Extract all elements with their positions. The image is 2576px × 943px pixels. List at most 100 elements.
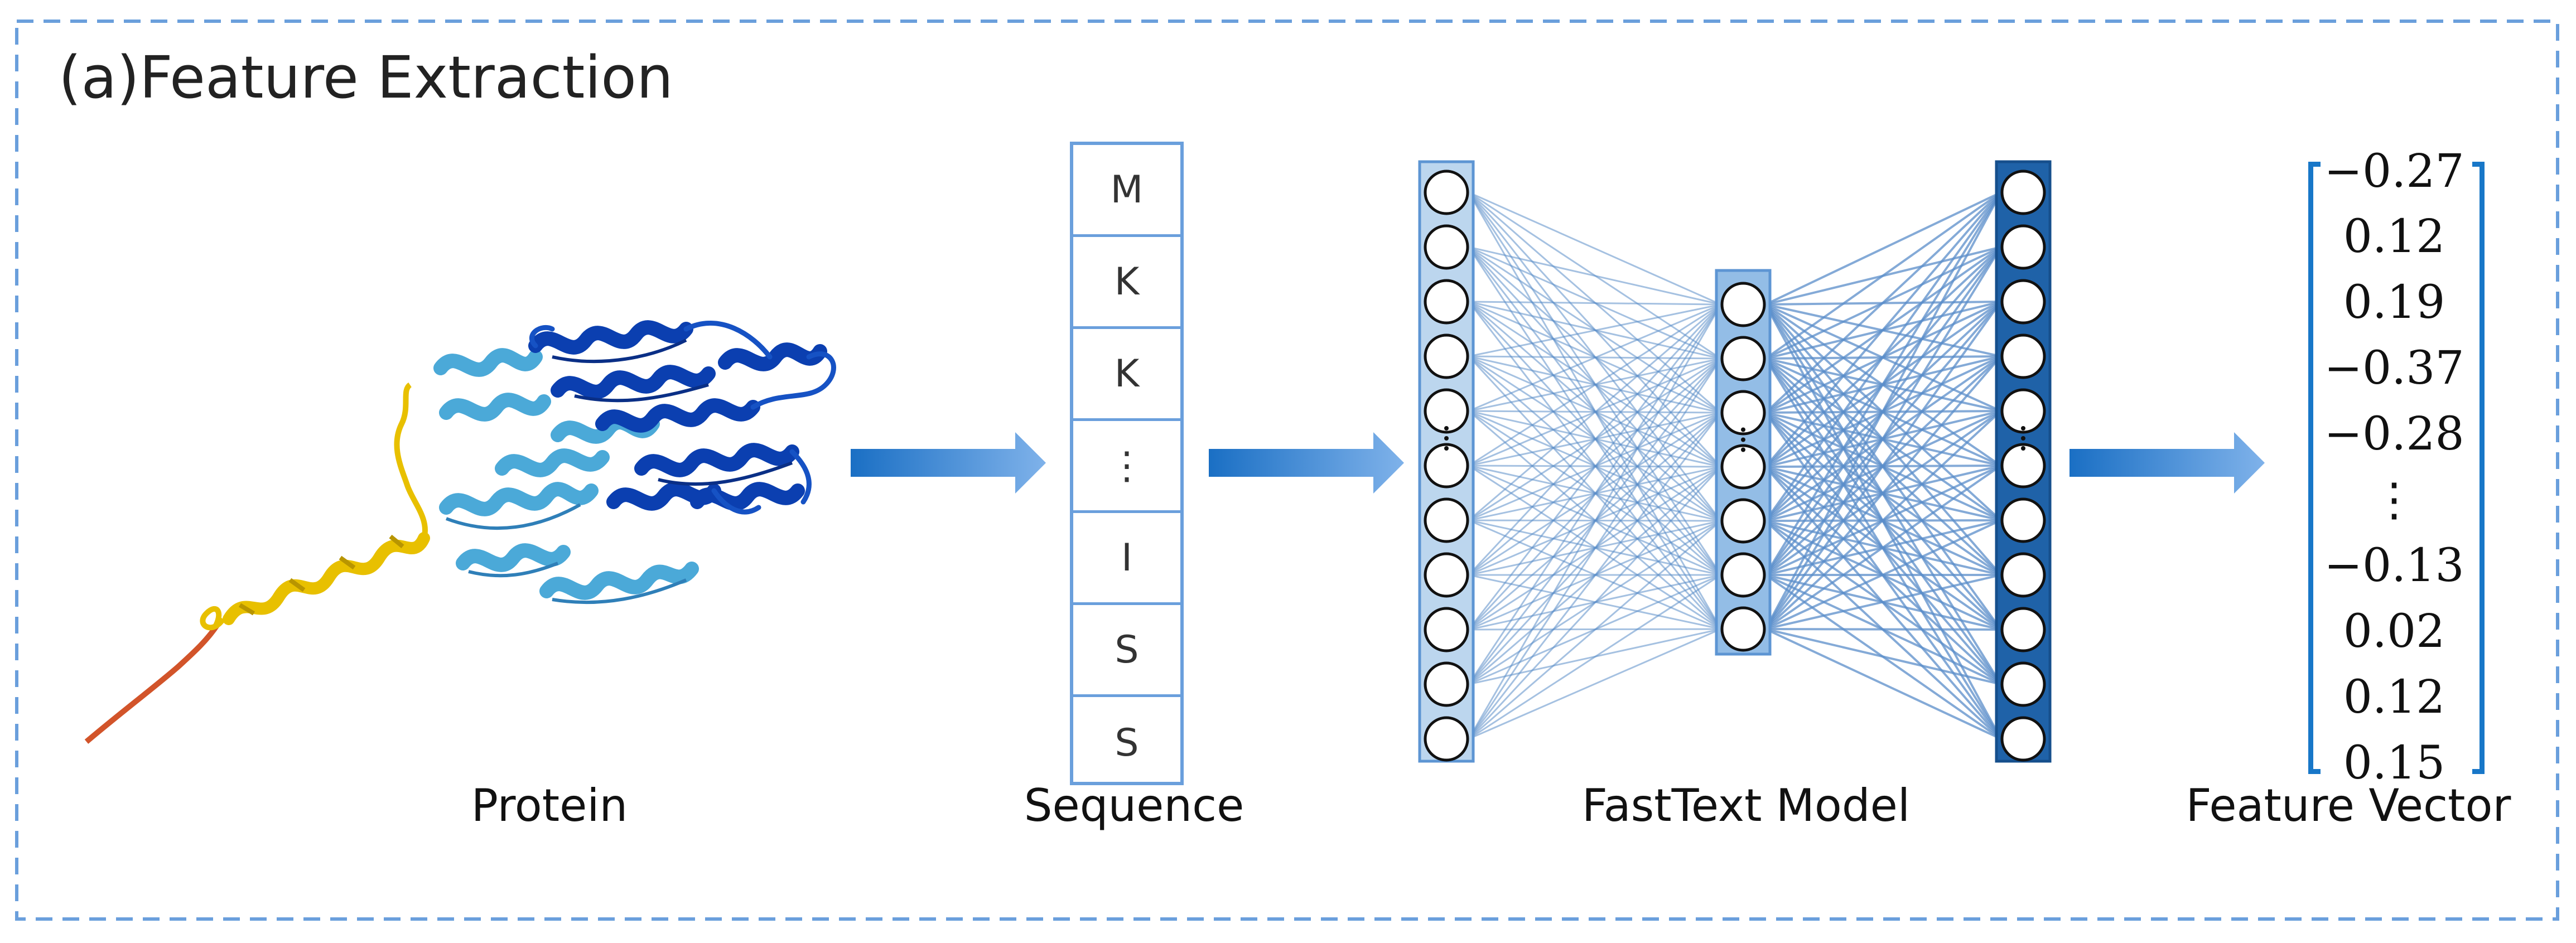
sequence-column: M K K ⋮ I S S — [1070, 142, 1184, 785]
layer-ellipsis-dot — [1741, 427, 1745, 432]
feature-value: 0.12 — [2343, 210, 2445, 263]
network-node — [1720, 498, 1766, 544]
network-edge — [1765, 628, 2001, 685]
network-node — [2000, 279, 2046, 325]
sequence-token-ellipsis: ⋮ — [1073, 421, 1180, 513]
network-node — [1424, 388, 1469, 434]
layer-ellipsis-dot — [2021, 446, 2025, 451]
fasttext-network — [1418, 160, 2052, 763]
network-edge — [1765, 519, 2001, 630]
network-node — [2000, 716, 2046, 762]
network-edge — [1764, 191, 2002, 522]
network-node — [1720, 606, 1766, 652]
layer-ellipsis-dot — [2021, 426, 2025, 431]
network-edge — [1468, 301, 1721, 306]
network-edge — [1764, 192, 2002, 630]
caption-sequence: Sequence — [1024, 780, 1244, 831]
network-node — [1424, 224, 1469, 270]
feature-value: 0.02 — [2343, 605, 2445, 658]
caption-feature-vector: Feature Vector — [2186, 780, 2511, 831]
caption-protein: Protein — [471, 780, 628, 831]
feature-value: 0.19 — [2343, 276, 2445, 329]
network-edge — [1764, 246, 2002, 630]
network-edge — [1764, 410, 2002, 630]
sequence-token: K — [1073, 237, 1180, 329]
sequence-token: M — [1073, 145, 1180, 237]
network-node — [2000, 497, 2046, 543]
network-edge — [1764, 191, 2002, 576]
network-node — [2000, 552, 2046, 598]
network-edge — [1468, 304, 1722, 685]
caption-fasttext-model: FastText Model — [1581, 780, 1911, 831]
network-node — [1424, 170, 1469, 215]
feature-value: 0.12 — [2343, 671, 2445, 724]
layer-ellipsis-dot — [1741, 447, 1745, 452]
feature-value: −0.27 — [2324, 145, 2464, 198]
network-edge — [1468, 520, 1721, 740]
dashed-panel-border — [15, 20, 2559, 921]
network-node — [1424, 333, 1469, 379]
arrow-sequence-to-model — [1209, 432, 1404, 494]
feature-value: −0.37 — [2324, 342, 2464, 395]
feature-value: 0.15 — [2343, 737, 2445, 790]
network-edge — [1468, 304, 1722, 630]
network-node — [1424, 497, 1469, 543]
protein-structure-image — [84, 320, 836, 744]
network-edge — [1468, 412, 1722, 739]
network-node — [2000, 443, 2046, 489]
network-edge — [1468, 303, 1721, 357]
arrow-protein-to-sequence — [851, 432, 1046, 494]
feature-value: −0.13 — [2324, 539, 2464, 592]
network-node — [2000, 170, 2046, 215]
sequence-token: S — [1115, 721, 1139, 765]
network-edge — [1468, 303, 1721, 412]
network-node — [1424, 552, 1469, 598]
network-edge — [1468, 303, 1721, 467]
network-node — [2000, 661, 2046, 707]
network-node — [1424, 443, 1469, 489]
panel-title: (a)Feature Extraction — [59, 43, 673, 112]
layer-ellipsis-dot — [1741, 437, 1745, 442]
network-node — [1720, 282, 1766, 327]
network-edge — [1765, 191, 2001, 306]
network-edge — [1765, 628, 2001, 631]
sequence-token: K — [1073, 329, 1180, 421]
sequence-token: S — [1073, 605, 1180, 697]
network-edge — [1468, 358, 1722, 739]
network-edge — [1468, 628, 1721, 740]
network-node — [1720, 444, 1766, 490]
feature-value: −0.28 — [2324, 408, 2464, 461]
network-edge — [1764, 191, 2002, 360]
network-node — [1424, 661, 1469, 707]
network-node — [2000, 333, 2046, 379]
network-node — [1720, 552, 1766, 598]
layer-ellipsis-dot — [1444, 446, 1449, 451]
network-node — [1424, 279, 1469, 325]
network-edge — [1468, 246, 1721, 306]
network-node — [2000, 607, 2046, 652]
network-edge — [1764, 191, 2002, 468]
network-edge — [1468, 304, 1722, 739]
network-connections — [1468, 191, 2002, 740]
network-node — [1424, 716, 1469, 762]
network-edge — [1468, 574, 1721, 740]
network-edge — [1764, 355, 2002, 630]
sequence-token: I — [1073, 513, 1180, 605]
layer-ellipsis-dot — [2021, 436, 2025, 441]
network-edge — [1468, 303, 1721, 521]
layer-ellipsis-dot — [1444, 426, 1449, 431]
network-edge — [1764, 465, 2002, 630]
network-node — [1424, 607, 1469, 652]
network-node — [1720, 336, 1766, 381]
network-edge — [1764, 191, 2002, 414]
vector-bracket-right — [2472, 162, 2485, 774]
vector-bracket-left — [2308, 162, 2321, 774]
layer-ellipsis-dot — [1444, 436, 1449, 441]
network-node — [1720, 390, 1766, 436]
network-edge — [1765, 628, 2001, 740]
network-edge — [1468, 303, 1722, 576]
arrow-model-to-vector — [2070, 432, 2265, 494]
feature-vector: −0.27 0.12 0.19 −0.37 −0.28 ⋮ −0.13 0.02… — [2304, 145, 2488, 790]
network-edge — [1765, 574, 2001, 630]
